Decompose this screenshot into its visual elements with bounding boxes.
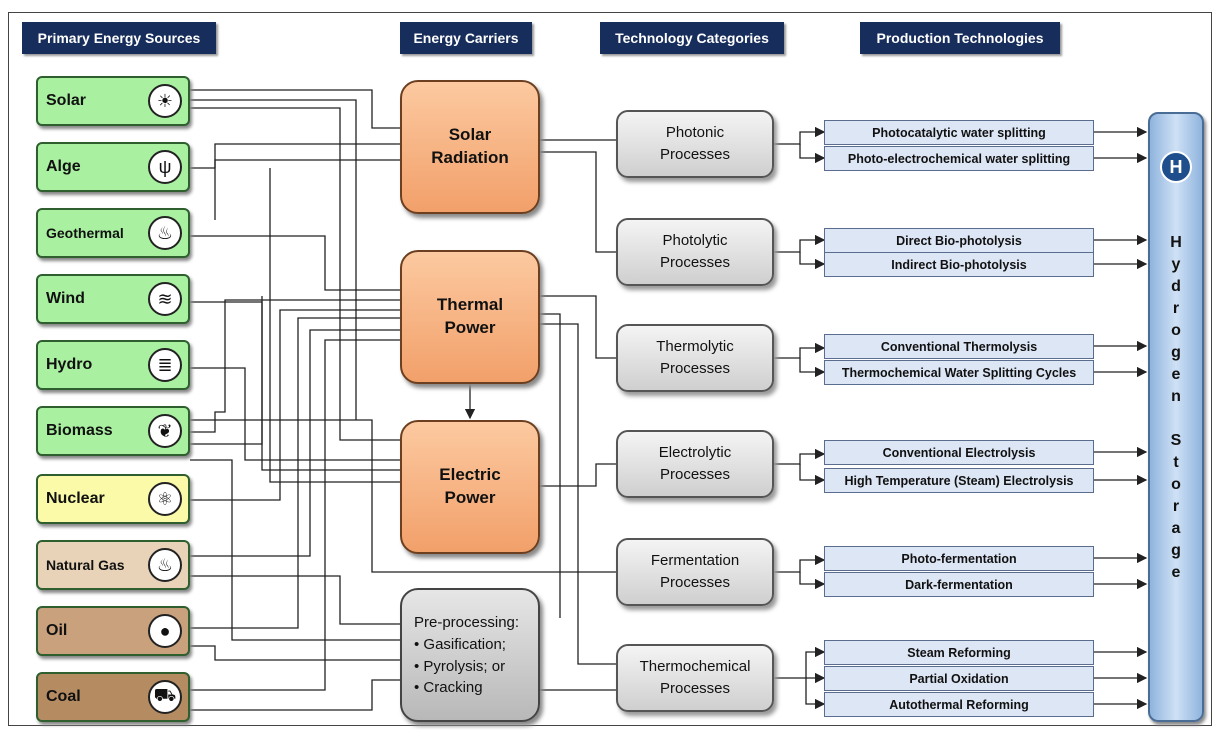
source-label: Oil bbox=[46, 622, 68, 639]
category-fermentation: Fermentation Processes bbox=[616, 538, 774, 606]
source-label: Solar bbox=[46, 92, 87, 109]
production-item: Photo-electrochemical water splitting bbox=[824, 146, 1094, 171]
source-hydro: Hydro ≣ bbox=[36, 340, 190, 390]
category-photolytic: Photolytic Processes bbox=[616, 218, 774, 286]
header-primary-energy-sources: Primary Energy Sources bbox=[22, 22, 216, 54]
source-label: Biomass bbox=[46, 422, 113, 439]
storage-letter: t bbox=[1173, 454, 1179, 471]
algae-icon: ψ bbox=[148, 150, 182, 184]
source-label: Nuclear bbox=[46, 490, 105, 507]
carrier-solar-radiation: Solar Radiation bbox=[400, 80, 540, 214]
source-label: Geothermal bbox=[46, 225, 124, 241]
biomass-icon: ❦ bbox=[148, 414, 182, 448]
production-item: Photocatalytic water splitting bbox=[824, 120, 1094, 145]
source-biomass: Biomass ❦ bbox=[36, 406, 190, 456]
storage-letter: H bbox=[1170, 234, 1182, 251]
header-technology-categories: Technology Categories bbox=[600, 22, 784, 54]
source-label: Hydro bbox=[46, 356, 93, 373]
production-item: Steam Reforming bbox=[824, 640, 1094, 665]
storage-letter: y bbox=[1171, 256, 1181, 273]
storage-letter: g bbox=[1171, 344, 1181, 361]
source-oil: Oil ● bbox=[36, 606, 190, 656]
production-item: Conventional Thermolysis bbox=[824, 334, 1094, 359]
source-nuclear: Nuclear ⚛ bbox=[36, 474, 190, 524]
production-item: Autothermal Reforming bbox=[824, 692, 1094, 717]
flame-icon: ♨ bbox=[148, 548, 182, 582]
header-energy-carriers: Energy Carriers bbox=[400, 22, 532, 54]
source-label: Coal bbox=[46, 688, 81, 705]
storage-letter: d bbox=[1171, 278, 1181, 295]
preprocessing-box: Pre-processing: • Gasification; • Pyroly… bbox=[400, 588, 540, 722]
oil-drop-icon: ● bbox=[148, 614, 182, 648]
sun-icon: ☀ bbox=[148, 84, 182, 118]
storage-letter: r bbox=[1172, 300, 1180, 317]
source-geothermal: Geothermal ♨ bbox=[36, 208, 190, 258]
storage-letter: e bbox=[1171, 564, 1181, 581]
category-electrolytic: Electrolytic Processes bbox=[616, 430, 774, 498]
storage-letter: S bbox=[1170, 432, 1182, 449]
source-label: Alge bbox=[46, 158, 81, 175]
preprocessing-item: • Pyrolysis; or bbox=[414, 657, 506, 675]
preprocessing-title: Pre-processing: bbox=[414, 614, 520, 631]
storage-letter: o bbox=[1171, 476, 1181, 493]
preprocessing-item: • Gasification; bbox=[414, 635, 506, 653]
storage-letter: g bbox=[1171, 542, 1181, 559]
source-solar: Solar ☀ bbox=[36, 76, 190, 126]
production-item: Dark-fermentation bbox=[824, 572, 1094, 597]
source-natural-gas: Natural Gas ♨ bbox=[36, 540, 190, 590]
wind-icon: ≋ bbox=[148, 282, 182, 316]
storage-letter: o bbox=[1171, 322, 1181, 339]
storage-letter bbox=[1150, 408, 1202, 430]
source-alge: Alge ψ bbox=[36, 142, 190, 192]
storage-letter: n bbox=[1171, 388, 1181, 405]
source-wind: Wind ≋ bbox=[36, 274, 190, 324]
production-item: Direct Bio-photolysis bbox=[824, 228, 1094, 253]
production-item: Photo-fermentation bbox=[824, 546, 1094, 571]
header-production-technologies: Production Technologies bbox=[860, 22, 1060, 54]
source-coal: Coal ⛟ bbox=[36, 672, 190, 722]
production-item: Thermochemical Water Splitting Cycles bbox=[824, 360, 1094, 385]
storage-letter: e bbox=[1171, 366, 1181, 383]
carrier-thermal-power: Thermal Power bbox=[400, 250, 540, 384]
category-photonic: Photonic Processes bbox=[616, 110, 774, 178]
category-thermochemical: Thermochemical Processes bbox=[616, 644, 774, 712]
preprocessing-item: • Cracking bbox=[414, 679, 483, 697]
source-label: Wind bbox=[46, 290, 85, 307]
source-label: Natural Gas bbox=[46, 557, 125, 573]
hydro-icon: ≣ bbox=[148, 348, 182, 382]
production-item: Partial Oxidation bbox=[824, 666, 1094, 691]
atom-icon: ⚛ bbox=[148, 482, 182, 516]
hydrogen-icon: H bbox=[1160, 151, 1192, 183]
production-item: Indirect Bio-photolysis bbox=[824, 252, 1094, 277]
production-item: Conventional Electrolysis bbox=[824, 440, 1094, 465]
storage-letter: a bbox=[1171, 520, 1181, 537]
carrier-electric-power: Electric Power bbox=[400, 420, 540, 554]
coal-cart-icon: ⛟ bbox=[148, 680, 182, 714]
category-thermolytic: Thermolytic Processes bbox=[616, 324, 774, 392]
geothermal-icon: ♨ bbox=[148, 216, 182, 250]
production-item: High Temperature (Steam) Electrolysis bbox=[824, 468, 1094, 493]
storage-letter: r bbox=[1172, 498, 1180, 515]
